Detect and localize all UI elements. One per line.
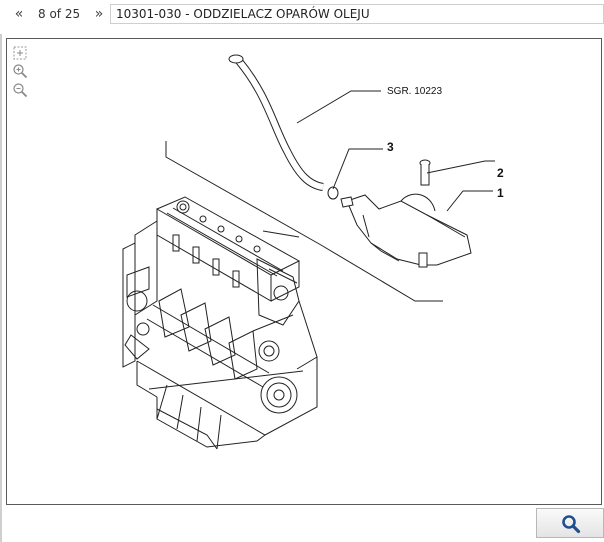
callout-2: 2 (497, 166, 504, 180)
prev-page-button[interactable]: « (10, 5, 28, 23)
callout-3: 3 (387, 140, 394, 154)
toolbar: « 8 of 25 » 10301-030 - ODDZIELACZ OPARÓ… (0, 0, 604, 30)
page-counter: 8 of 25 (38, 7, 81, 21)
parts-diagram: SGR. 10223 3 2 1 (122, 54, 504, 450)
fit-to-page-button[interactable] (12, 45, 28, 61)
next-page-button[interactable]: » (90, 5, 108, 23)
reference-label: SGR. 10223 (387, 86, 442, 97)
leader-lines (165, 90, 495, 302)
fit-to-page-icon (13, 46, 27, 60)
separator-assembly-drawing (228, 54, 472, 268)
left-divider (0, 34, 2, 542)
zoom-out-icon (13, 83, 28, 98)
zoom-in-icon (13, 64, 28, 79)
diagram-viewer[interactable]: SGR. 10223 3 2 1 (6, 38, 602, 505)
search-icon (562, 515, 581, 534)
double-chevron-right-icon: » (94, 6, 104, 22)
callout-1: 1 (497, 186, 504, 200)
search-button[interactable] (536, 508, 604, 538)
engine-block-drawing (122, 196, 318, 450)
double-chevron-left-icon: « (14, 6, 24, 22)
diagram-title: 10301-030 - ODDZIELACZ OPARÓW OLEJU (110, 4, 604, 24)
zoom-out-button[interactable] (12, 82, 28, 98)
zoom-in-button[interactable] (12, 63, 28, 79)
